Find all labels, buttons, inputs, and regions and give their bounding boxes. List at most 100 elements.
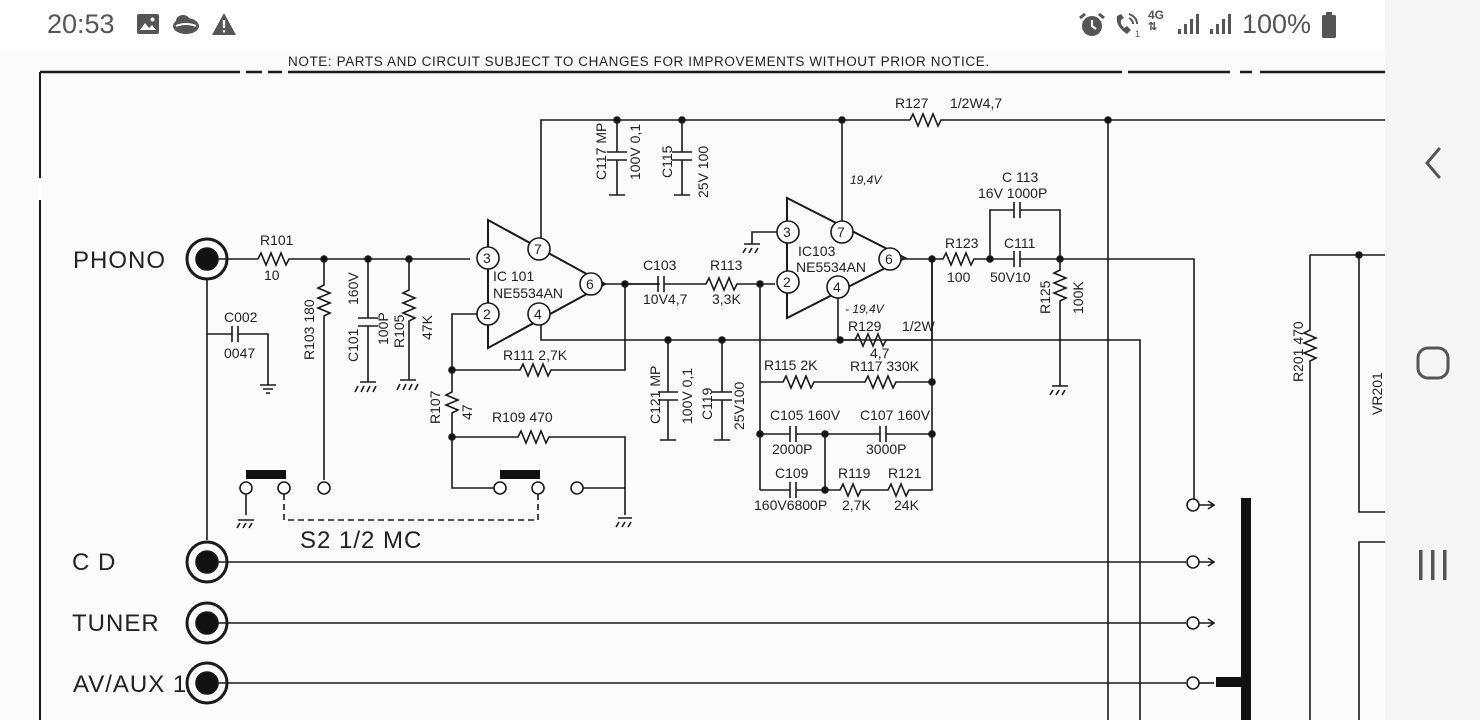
ic101-pin3: 3 bbox=[483, 250, 491, 266]
ic103-name: IC103 bbox=[798, 243, 836, 259]
c121-value: 100V 0,1 bbox=[679, 368, 695, 424]
wifi-calling-icon: 1 bbox=[1113, 12, 1143, 43]
back-button[interactable] bbox=[1385, 118, 1480, 208]
voltage-positive: 19,4V bbox=[850, 173, 882, 187]
r105-label: R105 bbox=[391, 314, 407, 348]
network-type-label: 4G bbox=[1148, 8, 1165, 22]
image-icon bbox=[136, 12, 160, 41]
r129-value: 1/2W bbox=[902, 318, 935, 334]
c107-value: 3000P bbox=[866, 441, 906, 457]
ic103-pin7: 7 bbox=[837, 224, 845, 240]
c109-label: C109 bbox=[775, 465, 809, 481]
ic101-pin6: 6 bbox=[586, 276, 594, 292]
c101-value: 100P bbox=[375, 312, 391, 345]
c103-label: C103 bbox=[643, 257, 677, 273]
r129-label: R129 bbox=[848, 318, 882, 334]
ic101-pin4: 4 bbox=[534, 306, 542, 322]
r103-label: R103 180 bbox=[301, 299, 317, 360]
aux-label: AV/AUX 1 bbox=[73, 671, 187, 698]
c115-label: C115 bbox=[659, 145, 675, 178]
home-icon bbox=[1416, 346, 1449, 380]
c113-value: 16V 1000P bbox=[978, 185, 1047, 201]
r105-value: 47K bbox=[419, 314, 435, 340]
r117-label: R117 330K bbox=[850, 358, 920, 374]
note-text: NOTE: PARTS AND CIRCUIT SUBJECT TO CHANG… bbox=[288, 54, 990, 69]
c109-value: 160V6800P bbox=[754, 497, 827, 513]
vr201-label: VR201 bbox=[1369, 372, 1385, 415]
switch-s2-label: S2 1/2 MC bbox=[300, 527, 422, 554]
c117-label: C117 MP bbox=[593, 123, 609, 180]
selector-switch-bar bbox=[1241, 498, 1251, 720]
r119-value: 2,7K bbox=[842, 497, 871, 513]
r121-value: 24K bbox=[894, 497, 920, 513]
c101-label: C101 bbox=[345, 328, 361, 362]
r125-label: R125 bbox=[1037, 280, 1053, 314]
cloud-icon bbox=[172, 12, 200, 41]
cd-label: C D bbox=[72, 549, 116, 576]
r107-label: R107 bbox=[427, 390, 443, 424]
r101-label: R101 bbox=[260, 232, 294, 248]
4g-icon: 4G⇅ bbox=[1148, 8, 1165, 33]
r127-value: 1/2W4,7 bbox=[950, 95, 1002, 111]
ic103-pin3: 3 bbox=[783, 224, 791, 240]
c101-voltage: 160V bbox=[345, 272, 361, 305]
ic103-pin4: 4 bbox=[833, 279, 841, 295]
ic101-pin2: 2 bbox=[483, 306, 491, 322]
signal-icon bbox=[1176, 12, 1200, 41]
status-bar: 20:53 1 4G⇅ 100% bbox=[0, 0, 1385, 50]
back-chevron-icon bbox=[1424, 147, 1440, 179]
switch-s2 bbox=[236, 470, 625, 529]
ic103-op-amp: 3 2 7 4 6 IC103 NE5534AN bbox=[776, 196, 908, 320]
r121-label: R121 bbox=[888, 465, 922, 481]
c113-label: C 113 bbox=[1002, 169, 1039, 185]
battery-percentage: 100% bbox=[1242, 9, 1312, 39]
c119-label: C119 bbox=[699, 387, 715, 420]
c103-value: 10V4,7 bbox=[643, 291, 688, 307]
r129-value2: 4,7 bbox=[870, 345, 890, 361]
r113-value: 3,3K bbox=[712, 291, 741, 307]
recents-icon bbox=[1418, 550, 1446, 580]
r119-label: R119 bbox=[838, 465, 871, 481]
c107-label: C107 160V bbox=[860, 407, 931, 423]
ic101-part: NE5534AN bbox=[493, 285, 563, 301]
r127-label: R127 bbox=[895, 95, 929, 111]
tuner-label: TUNER bbox=[72, 610, 160, 637]
home-button[interactable] bbox=[1385, 318, 1480, 408]
c111-label: C111 bbox=[1004, 235, 1036, 251]
warning-icon bbox=[211, 12, 237, 41]
r107-value: 47 bbox=[459, 404, 475, 420]
c115-value: 25V 100 bbox=[695, 146, 711, 198]
navigation-bar bbox=[1385, 0, 1480, 720]
c002-label: C002 bbox=[224, 309, 258, 325]
c121-label: C121 MP bbox=[647, 366, 663, 424]
ic103-pin2: 2 bbox=[783, 274, 791, 290]
ic101-pin7: 7 bbox=[534, 241, 542, 257]
signal-icon-2 bbox=[1208, 12, 1232, 41]
c117-value: 100V 0,1 bbox=[627, 124, 643, 180]
r113-label: R113 bbox=[710, 257, 743, 273]
recents-button[interactable] bbox=[1385, 520, 1480, 610]
r115-label: R115 2K bbox=[764, 357, 818, 373]
r111-label: R111 2,7K bbox=[503, 347, 568, 363]
r109-label: R109 470 bbox=[492, 409, 553, 425]
alarm-icon bbox=[1078, 12, 1106, 43]
r123-label: R123 bbox=[945, 235, 979, 251]
ic103-part: NE5534AN bbox=[796, 259, 866, 275]
r125-value: 100K bbox=[1070, 281, 1086, 314]
r201-label: R201 470 bbox=[1290, 321, 1306, 382]
ic101-op-amp: 3 2 7 4 6 IC 101 NE5534AN bbox=[476, 218, 608, 350]
status-time: 20:53 bbox=[47, 9, 115, 39]
battery-icon bbox=[1322, 12, 1336, 43]
phono-label: PHONO bbox=[73, 247, 166, 274]
c119-value: 25V100 bbox=[731, 382, 747, 430]
ic101-name: IC 101 bbox=[493, 268, 534, 284]
c111-value: 50V10 bbox=[990, 269, 1031, 285]
c105-label: C105 160V bbox=[770, 407, 841, 423]
ic103-pin6: 6 bbox=[885, 251, 893, 267]
schematic-diagram: NOTE: PARTS AND CIRCUIT SUBJECT TO CHANG… bbox=[38, 54, 1385, 720]
schematic-image-viewer[interactable]: NOTE: PARTS AND CIRCUIT SUBJECT TO CHANG… bbox=[0, 50, 1385, 720]
r123-value: 100 bbox=[947, 269, 971, 285]
c105-value: 2000P bbox=[772, 441, 812, 457]
c002-value: 0047 bbox=[224, 345, 255, 361]
voltage-negative: - 19,4V bbox=[845, 302, 885, 316]
